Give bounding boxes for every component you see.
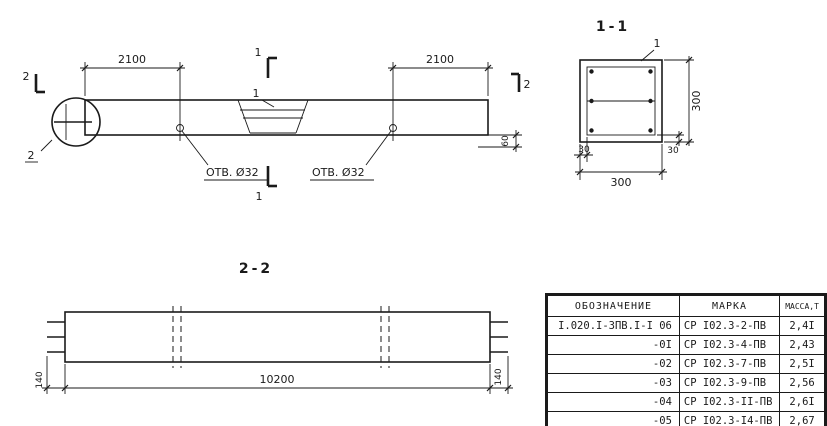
section-2-2: 2-2 — [35, 261, 513, 394]
table-row: I.020.I-3ПВ.I-I 06 СР I02.3-2-ПВ 2,4I — [547, 316, 825, 336]
cell-designation: -0I — [547, 335, 680, 355]
elevation-view: 2 2100 2100 — [23, 46, 531, 203]
dim-10200-text: 10200 — [260, 373, 295, 386]
cell-mark: СР I02.3-2-ПВ — [678, 316, 781, 336]
section-1-1-title: 1-1 — [596, 19, 630, 35]
cell-mass: 2,56 — [779, 373, 825, 393]
cell-mass: 2,67 — [779, 411, 825, 426]
col-header-designation: ОБОЗНАЧЕНИЕ — [547, 295, 680, 317]
dim-300-height: 300 — [664, 56, 703, 146]
dim-10200: 10200 140 140 — [35, 356, 513, 394]
col-header-mass: МАССА,Т — [779, 295, 825, 317]
cell-mass: 2,6I — [779, 392, 825, 412]
cell-mark: СР I02.3-7-ПВ — [678, 354, 781, 374]
table-row: -03 СР I02.3-9-ПВ 2,56 — [547, 373, 825, 393]
section-marker-2-left: 2 — [23, 70, 45, 94]
dim-30-right: 30 — [657, 131, 684, 156]
protruding-bars-right — [490, 321, 508, 353]
dim-60-text: 60 — [501, 135, 511, 147]
protruding-bars-left — [47, 321, 65, 353]
col-header-mark: МАРКА — [678, 295, 781, 317]
dim-30-bottom-text: 30 — [578, 145, 590, 155]
dim-30-right-text: 30 — [667, 146, 679, 156]
hole-right — [389, 114, 397, 141]
hole-label-right: ОТВ. Ø32 — [310, 130, 392, 181]
beam-opening-detail — [237, 99, 309, 134]
dim-2100-left: 2100 — [80, 53, 185, 114]
table-row: -02 СР I02.3-7-ПВ 2,5I — [547, 354, 825, 374]
beam-plan-outline — [64, 311, 491, 363]
section-1-1: 1-1 1 300 — [574, 19, 703, 189]
cell-mass: 2,43 — [779, 335, 825, 355]
dim-2100-left-text: 2100 — [118, 53, 146, 66]
detail-circle-label: 2 — [28, 149, 35, 162]
dim-300-width-text: 300 — [611, 176, 632, 189]
cell-mark: СР I02.3-II-ПВ — [678, 392, 781, 412]
section-marker-1-bottom-text: 1 — [256, 190, 263, 203]
dim-30-bottom: 30 — [574, 137, 593, 180]
dim-2100-right-text: 2100 — [426, 53, 454, 66]
table-row: -04 СР I02.3-II-ПВ 2,6I — [547, 392, 825, 412]
detail-leader-1: 1 — [250, 87, 275, 108]
table-row: -05 СР I02.3-I4-ПВ 2,67 — [547, 411, 825, 426]
spec-table: ОБОЗНАЧЕНИЕ МАРКА МАССА,Т I.020.I-3ПВ.I-… — [545, 293, 827, 426]
cell-designation: -05 — [547, 411, 680, 426]
section-marker-2-right-text: 2 — [524, 78, 531, 91]
dim-140-left-text: 140 — [35, 371, 45, 388]
table-row: -0I СР I02.3-4-ПВ 2,43 — [547, 335, 825, 355]
section-marker-1-top-text: 1 — [255, 46, 262, 59]
section-marker-1-top: 1 — [255, 46, 277, 78]
section-marker-2-left-text: 2 — [23, 70, 30, 83]
hole-label-right-text: ОТВ. Ø32 — [312, 166, 365, 179]
cell-mark: СР I02.3-4-ПВ — [678, 335, 781, 355]
cell-designation: -02 — [547, 354, 680, 374]
dim-2100-right: 2100 — [388, 53, 493, 114]
dim-140-right-text: 140 — [494, 368, 504, 385]
dim-300-width: 300 — [575, 144, 667, 189]
hole-label-left: ОТВ. Ø32 — [181, 130, 268, 181]
section-2-2-title: 2-2 — [239, 261, 273, 277]
section-outline — [579, 59, 663, 143]
hole-label-left-text: ОТВ. Ø32 — [206, 166, 259, 179]
dim-60: 60 — [478, 130, 522, 152]
dim-300-height-text: 300 — [690, 91, 703, 112]
cell-designation: -04 — [547, 392, 680, 412]
hidden-hole-lines — [172, 306, 390, 368]
cell-designation: -03 — [547, 373, 680, 393]
section-marker-2-right: 2 — [511, 72, 531, 92]
section-marker-1-bottom: 1 — [256, 166, 277, 203]
table-header-row: ОБОЗНАЧЕНИЕ МАРКА МАССА,Т — [547, 295, 825, 317]
section-1-1-leader-text: 1 — [654, 37, 661, 50]
hole-left — [176, 114, 184, 141]
cell-mass: 2,4I — [779, 316, 825, 336]
cell-mass: 2,5I — [779, 354, 825, 374]
cell-mark: СР I02.3-I4-ПВ — [678, 411, 781, 426]
detail-leader-1-text: 1 — [253, 87, 260, 100]
cell-mark: СР I02.3-9-ПВ — [678, 373, 781, 393]
detail-circle: 2 — [25, 97, 101, 163]
section-1-1-leader: 1 — [640, 37, 661, 62]
cell-designation: I.020.I-3ПВ.I-I 06 — [547, 316, 680, 336]
beam-outline — [84, 99, 489, 136]
